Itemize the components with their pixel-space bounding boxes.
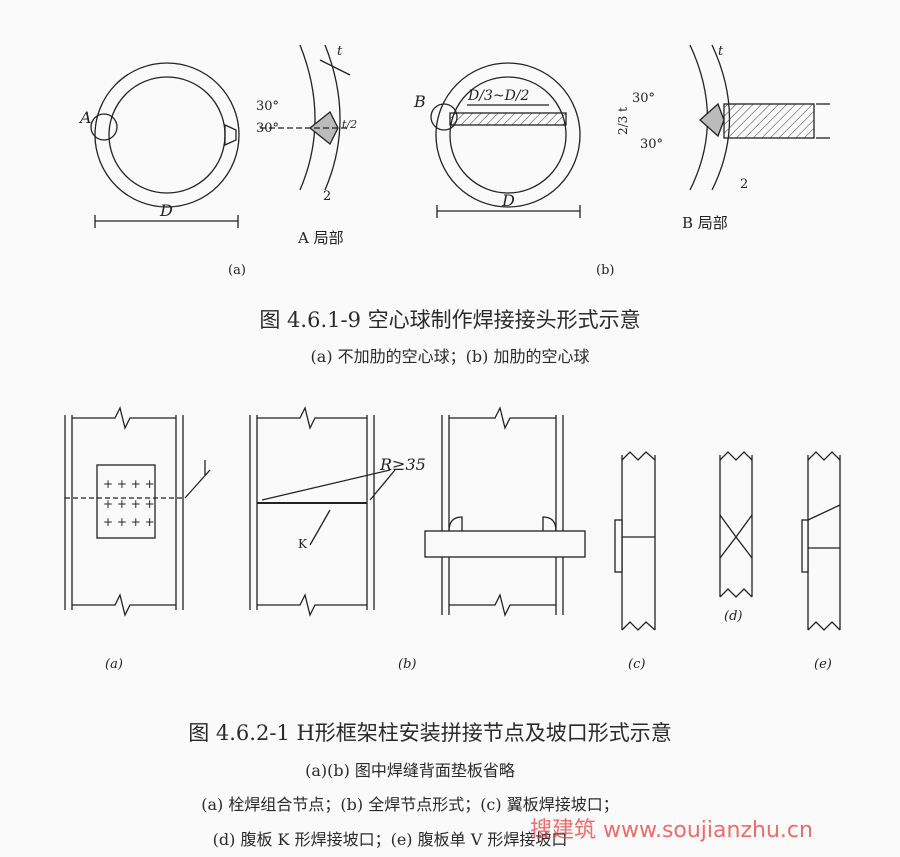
svg-text:+ + + +: + + + +	[103, 477, 155, 491]
detail-label-a: A 局部	[297, 229, 344, 247]
dim-d-a: D	[159, 201, 173, 220]
figure2-caption: 图 4.6.2-1 H形框架柱安装拼接节点及坡口形式示意	[188, 721, 672, 745]
label-2e: (e)	[814, 657, 832, 672]
k-note: K	[298, 537, 308, 551]
detail-b: 30° 30° 2/3 t t 2 B 局部	[616, 44, 830, 232]
label-2c: (c)	[628, 657, 645, 672]
column-splice	[424, 406, 586, 617]
angle-bottom-a: 30°	[256, 121, 279, 136]
groove-c: (c)	[614, 451, 656, 672]
label-a: (a)	[228, 263, 246, 278]
angle-bottom-b: 30°	[640, 137, 663, 152]
figure1-caption: 图 4.6.1-9 空心球制作焊接接头形式示意	[259, 308, 641, 332]
label-b: (b)	[596, 263, 614, 278]
thickness-a: t	[337, 44, 343, 59]
label-2d: (d)	[724, 609, 742, 624]
groove-e: (e)	[801, 451, 841, 672]
figure2-legend-2: (d) 腹板 K 形焊接坡口；(e) 腹板单 V 形焊接坡口	[212, 830, 568, 849]
r-note: R≥35	[379, 455, 426, 474]
angle-top-a: 30°	[256, 99, 279, 114]
label-2b: (b)	[398, 657, 416, 672]
svg-text:+ + + +: + + + +	[103, 497, 155, 511]
detail-label-b: B 局部	[682, 214, 728, 232]
rib-dim: D/3~D/2	[467, 88, 530, 104]
dim-d-b: D	[501, 191, 515, 210]
sphere-b: D D/3~D/2 B (b)	[413, 62, 614, 278]
two-thirds-t: 2/3 t	[616, 107, 630, 135]
groove-d: (d)	[719, 451, 753, 624]
label-2a: (a)	[105, 657, 123, 672]
figure2-note: (a)(b) 图中焊缝背面垫板省略	[305, 761, 515, 780]
watermark: 搜建筑 www.soujianzhu.cn	[530, 818, 813, 843]
sphere-a: D A (a)	[78, 62, 246, 278]
figure1-subcaption: (a) 不加肋的空心球；(b) 加肋的空心球	[310, 347, 590, 366]
gap-b: 2	[740, 177, 748, 192]
gap-a: 2	[323, 189, 331, 204]
joint-b: R≥35 K (b)	[249, 406, 426, 672]
angle-top-b: 30°	[632, 91, 655, 106]
marker-b: B	[413, 92, 426, 111]
figure2-legend-1: (a) 栓焊组合节点；(b) 全焊节点形式；(c) 翼板焊接坡口；	[201, 795, 619, 814]
joint-a: + + + + + + + + + + + + (a)	[64, 406, 211, 672]
svg-text:+ + + +: + + + +	[103, 515, 155, 529]
detail-a: 30° 30° t t/2 2 A 局部	[256, 44, 357, 247]
half-t-a: t/2	[342, 118, 357, 131]
thickness-b: t	[718, 44, 724, 59]
marker-a: A	[78, 108, 92, 127]
